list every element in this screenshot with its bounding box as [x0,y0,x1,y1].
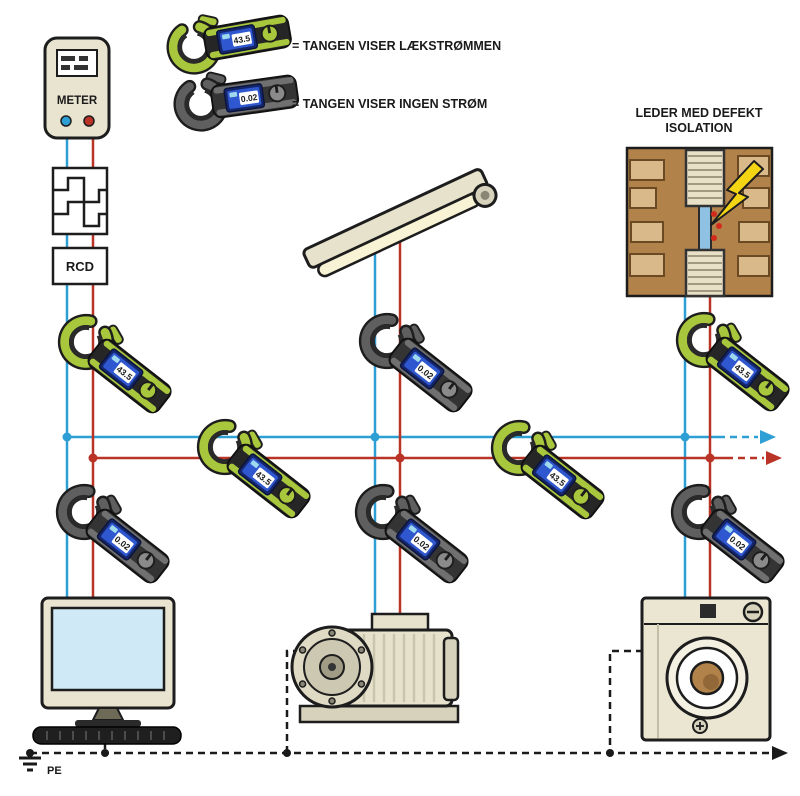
washing-machine [640,596,772,742]
meter-label: METER [57,95,98,107]
rcd-box [51,246,109,286]
clamp-meter-defect-drop [674,302,800,418]
electric-motor [290,612,460,724]
disconnect-joint-line [53,176,107,204]
pe-junction-dots [26,749,614,757]
keyboard-keys [46,731,165,740]
lightning-bolt-icon [710,160,764,226]
fluorescent-light-fixture [302,168,498,278]
junction-dot [283,749,291,757]
service-disconnect-symbol [51,166,109,236]
ground-symbol-icon [19,753,41,772]
motor-base [298,704,460,724]
clamp-meter-bus-left [195,409,322,525]
pe-earth-network [30,649,772,755]
red-arrow-icon [766,451,782,465]
pe-arrow-icon [772,746,788,760]
exposed-conductor [698,203,712,253]
rcd-device: RCD [51,246,109,286]
defect-insulation-illustration [625,146,774,298]
keyboard [32,726,182,745]
junction-dots [62,432,715,463]
disconnect-joint-line-2 [53,200,107,228]
clamp-meter-bus-right [489,410,616,526]
computer [32,596,182,745]
light-housing [302,168,489,269]
electricity-meter [43,36,111,140]
defect-title-line2: ISOLATION [665,121,732,135]
meter-display [56,49,98,77]
junction-dot [606,749,614,757]
motor-bolts [298,629,366,705]
pe-washer-stub [608,649,643,753]
junction-dot [88,453,98,463]
clamp-meter-computer-branch [54,474,181,590]
red-wires [91,138,764,620]
junction-dot [62,432,72,442]
monitor-base [75,720,141,727]
rcd-label: RCD [66,259,94,274]
junction-dot [101,749,109,757]
motor-end-cap [442,636,460,702]
clamp-meter-washer-branch [669,474,796,590]
washer-display [700,604,716,618]
meter-terminal-red [83,115,95,127]
blue-arrow-icon [760,430,776,444]
legend-none-label: = TANGEN VISER INGEN STRØM [292,97,487,111]
monitor-screen [50,606,166,692]
spark-dots [711,211,722,241]
motor-terminal-box [370,612,430,632]
pe-label: PE [47,765,62,777]
junction-dot [395,453,405,463]
cable-sheath [684,148,726,298]
meter-terminal-blue [60,115,72,127]
wall-bricks [629,155,770,277]
clamp-meter-motor-branch [353,474,480,590]
clamp-meter-legend-leak [168,0,293,71]
junction-dot [705,453,715,463]
defect-title-line1: LEDER MED DEFEKT [635,106,762,120]
junction-dot [370,432,380,442]
legend-leak-label: = TANGEN VISER LÆKSTRØMMEN [292,39,501,53]
junction-dot [680,432,690,442]
clamp-meter-service-drop [56,304,183,420]
pe-motor-stub [285,649,312,753]
monitor-stand [91,707,125,721]
